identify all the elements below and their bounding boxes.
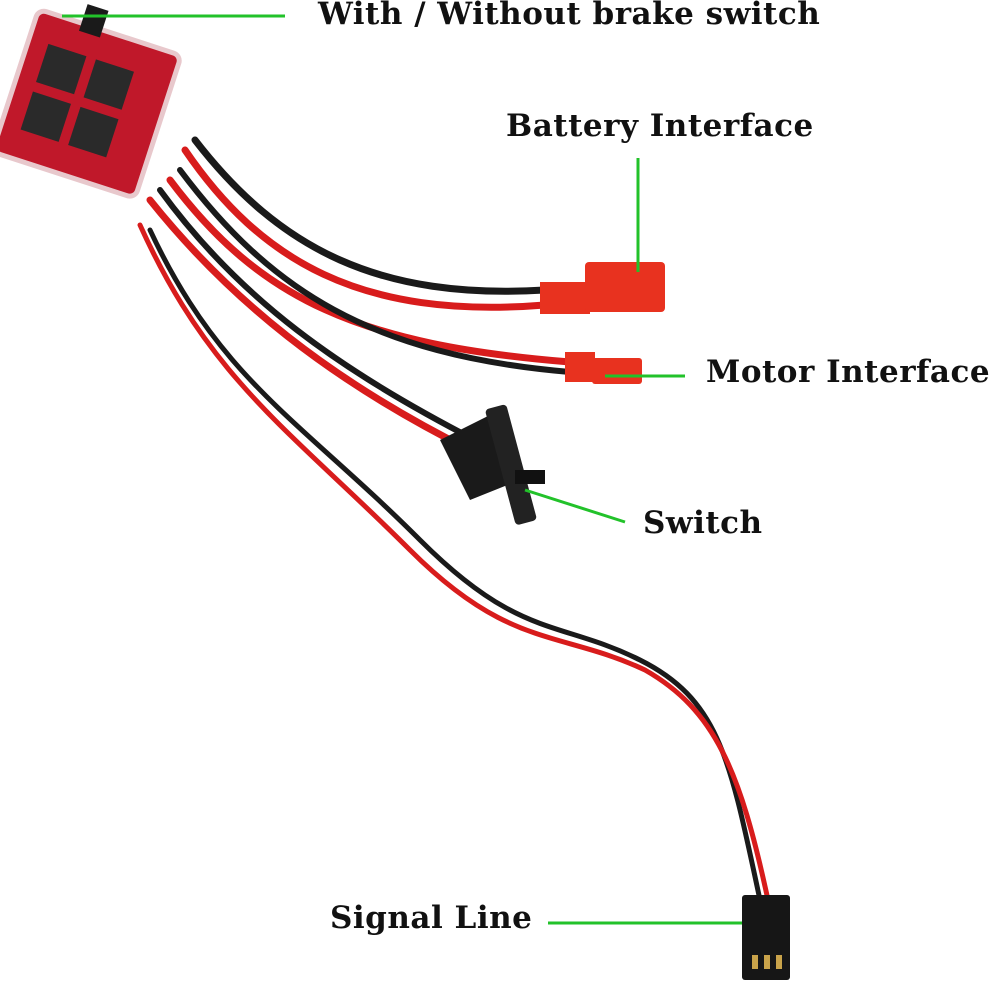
label-battery-interface: Battery Interface — [506, 108, 814, 144]
servo-connector — [742, 895, 790, 980]
battery-wire-red — [181, 146, 549, 311]
label-switch: Switch — [643, 505, 763, 541]
motor-wire-black — [177, 167, 573, 375]
label-motor-interface: Motor Interface — [706, 354, 991, 390]
switch-wire-red — [146, 196, 474, 454]
label-brake-switch: With / Without brake switch — [318, 0, 821, 32]
wires — [137, 136, 771, 903]
motor-wire-red — [166, 176, 574, 366]
motor-connector — [565, 352, 642, 384]
leader-lines — [62, 14, 742, 925]
power-switch — [440, 404, 545, 525]
leader-line-switch — [524, 488, 626, 524]
esc-board — [0, 4, 182, 199]
brake-switch-component — [78, 4, 109, 38]
battery-connector — [540, 262, 665, 314]
switch-wire-black — [157, 187, 478, 443]
battery-wire-black — [191, 136, 549, 295]
signal-wire-red — [137, 222, 771, 903]
label-signal-line: Signal Line — [330, 900, 533, 936]
signal-wire-black — [147, 227, 763, 903]
